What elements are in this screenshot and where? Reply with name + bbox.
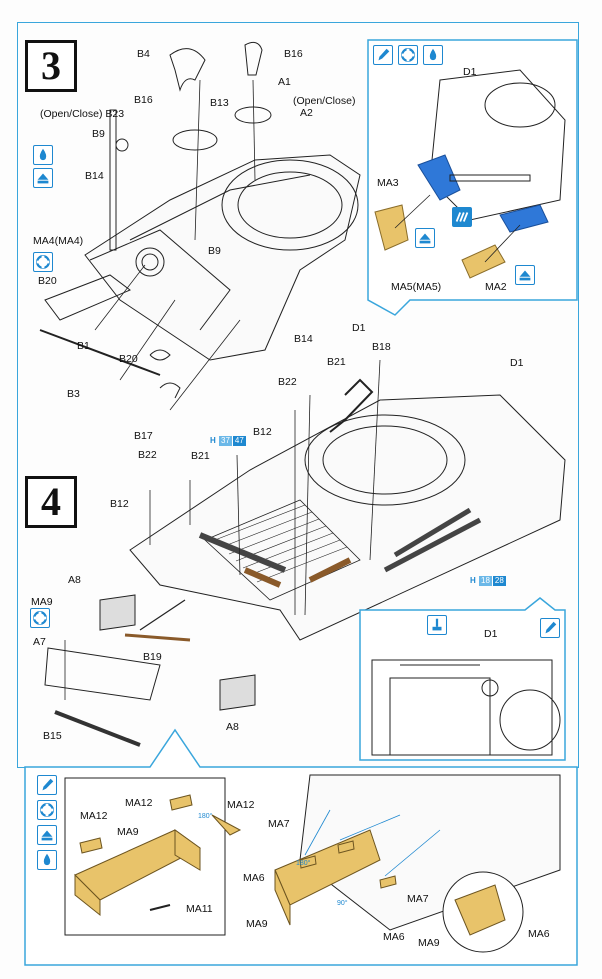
part-label: (Open/Close) xyxy=(293,95,356,107)
step4-hull-drawing xyxy=(44,359,566,747)
photo-etch-icon xyxy=(33,252,53,272)
part-label: B12 xyxy=(110,498,129,510)
part-label: A7 xyxy=(33,636,46,648)
part-label: B4 xyxy=(137,48,150,60)
cut-icon xyxy=(540,618,560,638)
part-label: B20 xyxy=(38,275,57,287)
photo-etch-icon xyxy=(30,608,50,628)
step-3-number: 3 xyxy=(25,40,77,92)
part-label: MA9 xyxy=(246,918,268,930)
fold-up-icon xyxy=(515,265,535,285)
part-label: B21 xyxy=(327,356,346,368)
part-label: D1 xyxy=(463,66,477,78)
paint-icon xyxy=(427,615,447,635)
part-label: MA3 xyxy=(377,177,399,189)
angle-label: 90° xyxy=(337,900,348,907)
part-label: MA2 xyxy=(485,281,507,293)
part-label: MA6 xyxy=(243,872,265,884)
step4-inset xyxy=(359,597,566,761)
step3-frame xyxy=(17,22,579,358)
part-label: B12 xyxy=(253,426,272,438)
part-label: MA4(MA4) xyxy=(33,235,84,247)
part-label: B16 xyxy=(284,48,303,60)
hint-badge-prefix: H xyxy=(210,436,216,445)
step3-hull-drawing xyxy=(39,41,361,411)
part-label: B13 xyxy=(210,97,229,109)
photo-etch-icon xyxy=(398,45,418,65)
part-label: B1 xyxy=(77,340,90,352)
hint-badge-number: 18 xyxy=(479,576,492,586)
part-label: A8 xyxy=(68,574,81,586)
hint-badge-number: 47 xyxy=(232,436,246,446)
bottom-detail-panel xyxy=(24,728,578,966)
part-label: MA5(MA5) xyxy=(391,281,442,293)
photo-etch-icon xyxy=(37,800,57,820)
part-label: MA7 xyxy=(407,893,429,905)
part-label: B21 xyxy=(191,450,210,462)
part-label: D1 xyxy=(352,322,366,334)
part-label: B9 xyxy=(92,128,105,140)
part-label: A1 xyxy=(278,76,291,88)
glue-drop-icon xyxy=(37,850,57,870)
part-label: A8 xyxy=(226,721,239,733)
part-label: B22 xyxy=(138,449,157,461)
part-label: MA9 xyxy=(418,937,440,949)
cut-icon xyxy=(373,45,393,65)
part-label: A2 xyxy=(300,107,313,119)
part-label: B19 xyxy=(143,651,162,663)
part-label: B18 xyxy=(372,341,391,353)
part-label: MA9 xyxy=(117,826,139,838)
part-label: B15 xyxy=(43,730,62,742)
angle-label: 180° xyxy=(198,813,213,820)
part-label: B14 xyxy=(294,333,313,345)
part-label: MA11 xyxy=(186,903,213,915)
part-label: B9 xyxy=(208,245,221,257)
part-label: MA6 xyxy=(528,928,550,940)
part-label: MA12 xyxy=(125,797,153,809)
hint-badge-prefix: H xyxy=(470,576,476,585)
hint-badge-number: 37 xyxy=(219,436,232,446)
cut-icon xyxy=(37,775,57,795)
part-label: MA7 xyxy=(268,818,290,830)
part-label: (Open/Close) B23 xyxy=(40,108,125,120)
part-label: B20 xyxy=(119,353,138,365)
part-label: MA12 xyxy=(227,799,255,811)
step-4-number: 4 xyxy=(25,476,77,528)
fold-up-icon xyxy=(415,228,435,248)
part-label: D1 xyxy=(510,357,524,369)
part-label: MA12 xyxy=(80,810,108,822)
step3-inset xyxy=(367,39,578,316)
part-label: D1 xyxy=(484,628,498,640)
hint-badge-number: 28 xyxy=(492,576,506,586)
angle-label: 180° xyxy=(296,860,311,867)
part-label: B22 xyxy=(278,376,297,388)
glue-drop-icon xyxy=(423,45,443,65)
part-label: MA6 xyxy=(383,931,405,943)
part-label: B3 xyxy=(67,388,80,400)
part-label: MA9 xyxy=(31,596,53,608)
part-label: B17 xyxy=(134,430,153,442)
fold-up-icon xyxy=(37,825,57,845)
part-label: B14 xyxy=(85,170,104,182)
glue-drop-icon xyxy=(33,145,53,165)
bend-icon xyxy=(452,207,472,227)
fold-up-icon xyxy=(33,168,53,188)
part-label: B16 xyxy=(134,94,153,106)
